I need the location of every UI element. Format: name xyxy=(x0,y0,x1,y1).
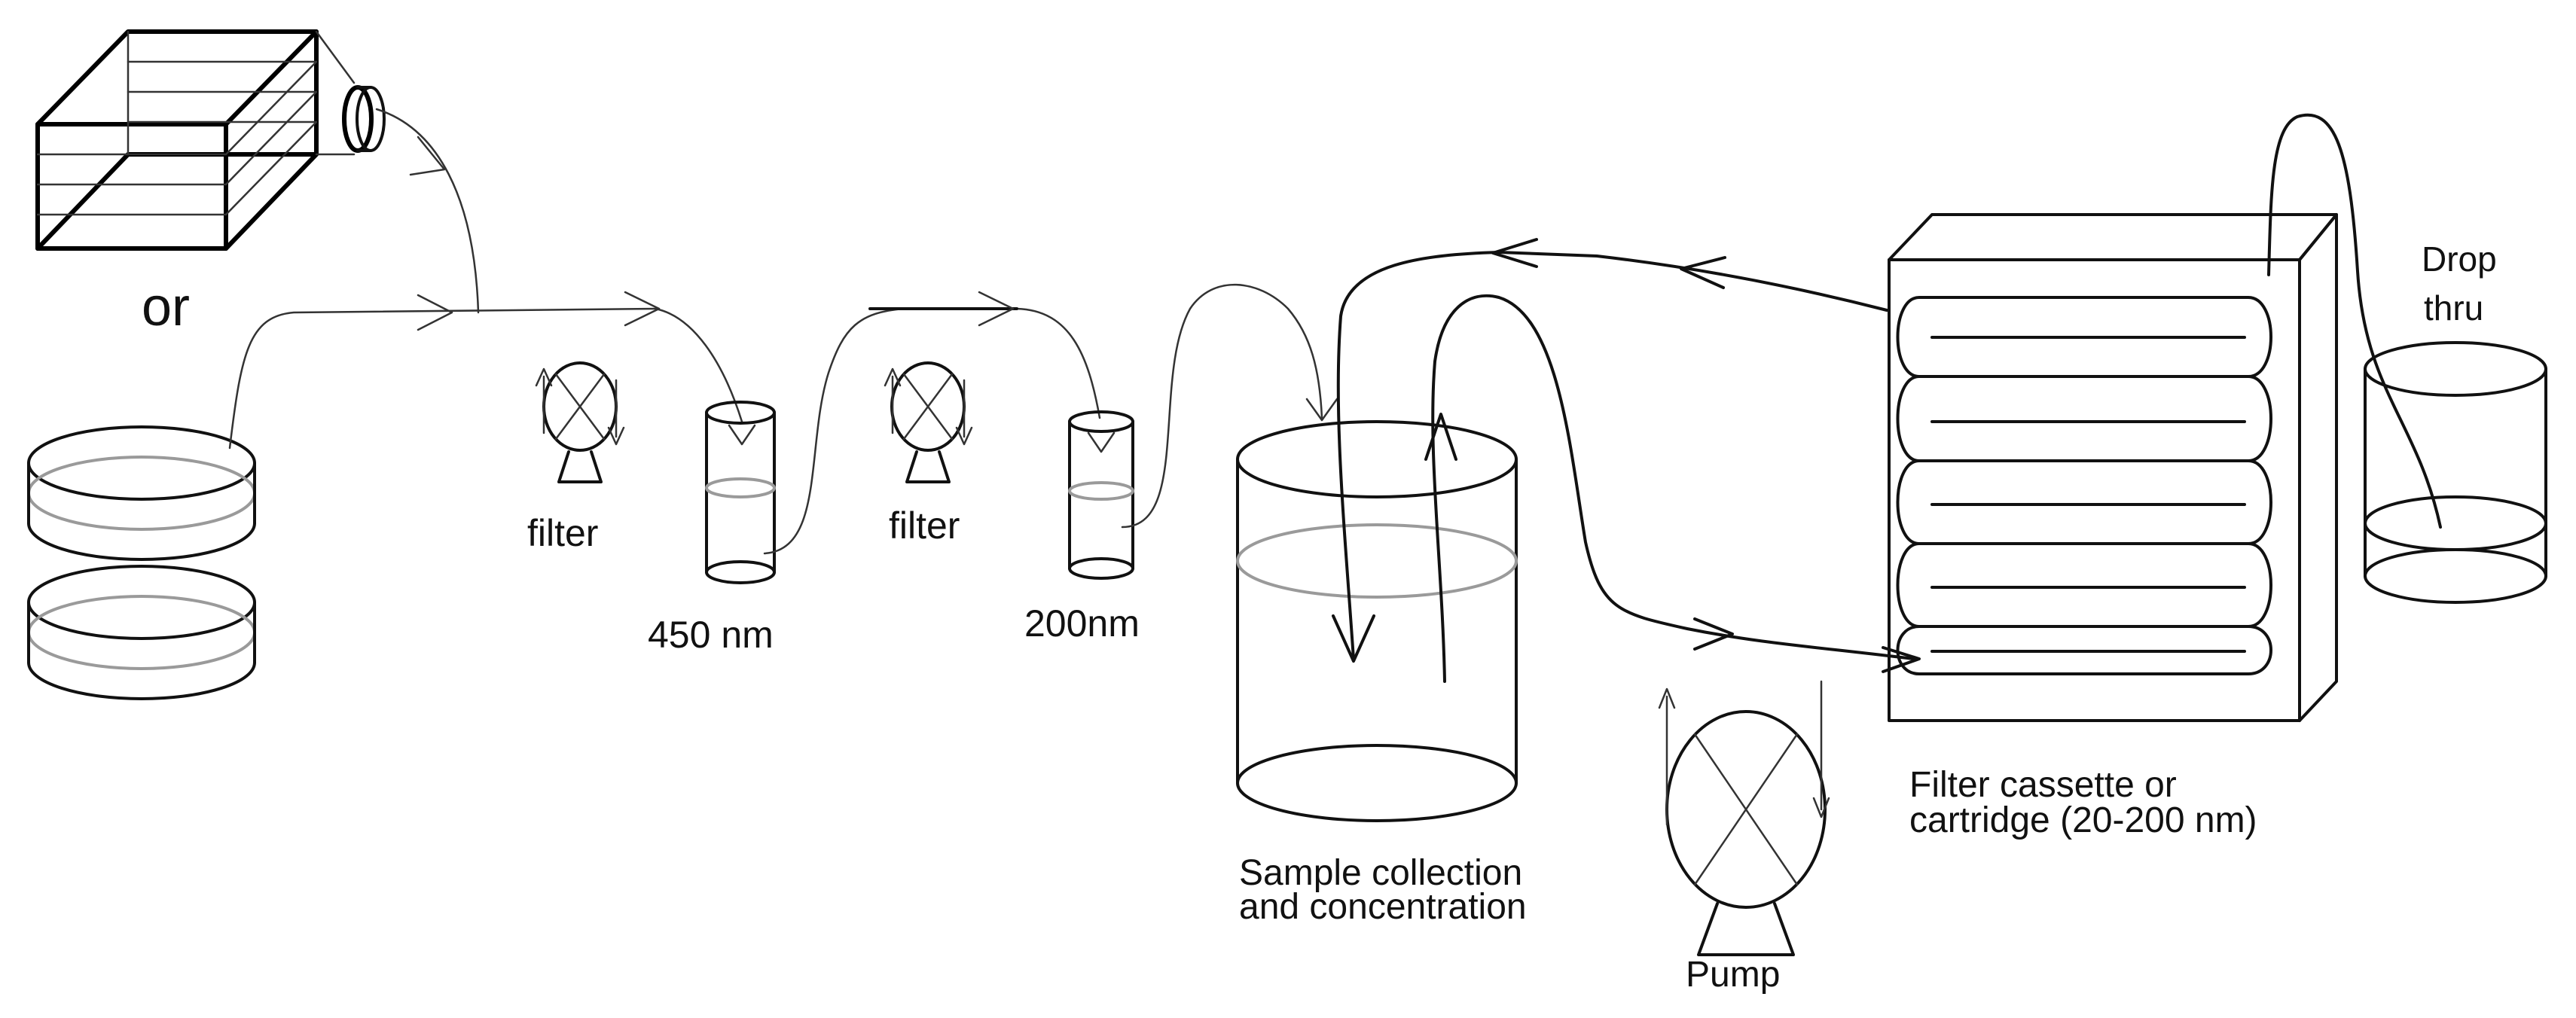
drop-thru-tubing xyxy=(2267,113,2442,529)
label-filter-2: filter xyxy=(889,504,960,547)
label-drop-line1: Drop xyxy=(2422,239,2497,279)
label-pump: Pump xyxy=(1686,955,1780,995)
filter-pump-1 xyxy=(535,361,625,483)
mid-tubing xyxy=(763,291,1101,555)
source-tubing xyxy=(228,108,743,450)
label-200nm: 200nm xyxy=(1024,602,1140,645)
tube-200nm xyxy=(1068,410,1134,580)
label-cassette-line2: cartridge (20-200 nm) xyxy=(1909,800,2257,840)
culture-flask xyxy=(35,29,386,251)
label-drop-line2: thru xyxy=(2424,288,2483,328)
label-filter-1: filter xyxy=(527,512,598,554)
label-450nm: 450 nm xyxy=(648,614,774,656)
tube-450nm xyxy=(705,401,776,584)
label-sample-line1: Sample collection xyxy=(1239,853,1522,893)
filter-cassette xyxy=(1888,213,2338,722)
sample-collection-vessel xyxy=(1236,420,1518,822)
culture-dishes xyxy=(27,425,256,700)
label-or: or xyxy=(142,277,190,337)
recirculation-loop xyxy=(1332,238,1921,683)
main-pump xyxy=(1658,680,1830,956)
label-sample-line2: and concentration xyxy=(1239,887,1527,927)
filter-pump-2 xyxy=(884,361,973,483)
label-cassette-line1: Filter cassette or xyxy=(1909,765,2177,805)
to-vessel-tubing xyxy=(1121,283,1338,529)
drop-thru-beaker xyxy=(2364,341,2547,604)
